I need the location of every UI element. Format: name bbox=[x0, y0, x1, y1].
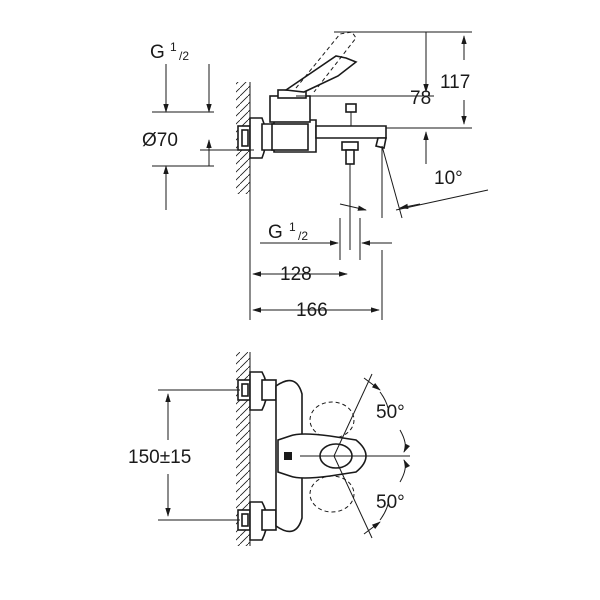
label-diameter: Ø70 bbox=[142, 130, 178, 151]
thread-bottom-sup: 1 bbox=[289, 220, 296, 234]
label-spacing: 150±15 bbox=[128, 447, 191, 468]
pipe-connector-lower bbox=[237, 501, 277, 541]
front-view: 150±15 50° 50° bbox=[128, 352, 411, 546]
thread-bottom-sub: /2 bbox=[298, 229, 308, 243]
label-depth-128: 128 bbox=[280, 264, 312, 285]
mixer-body-side bbox=[261, 31, 387, 250]
label-height-78: 78 bbox=[410, 88, 431, 109]
dimension-lines-front bbox=[158, 373, 411, 539]
label-thread-bottom: G 1 /2 bbox=[268, 220, 308, 243]
label-angle-lower: 50° bbox=[376, 492, 405, 513]
thread-bottom-g: G bbox=[268, 222, 283, 243]
side-view: G 1 /2 Ø70 78 117 10° G 1 /2 128 166 bbox=[142, 31, 489, 321]
label-angle-upper: 50° bbox=[376, 402, 405, 423]
thread-top-sup: 1 bbox=[170, 40, 177, 54]
thread-top-g: G bbox=[150, 42, 165, 63]
label-thread-top: G 1 /2 bbox=[150, 40, 189, 63]
dimension-lines-side bbox=[152, 31, 489, 320]
pipe-connector-upper bbox=[237, 371, 277, 411]
label-angle-10: 10° bbox=[434, 168, 463, 189]
thread-top-sub: /2 bbox=[179, 49, 189, 63]
label-height-117: 117 bbox=[440, 72, 470, 93]
label-depth-166: 166 bbox=[296, 300, 328, 321]
